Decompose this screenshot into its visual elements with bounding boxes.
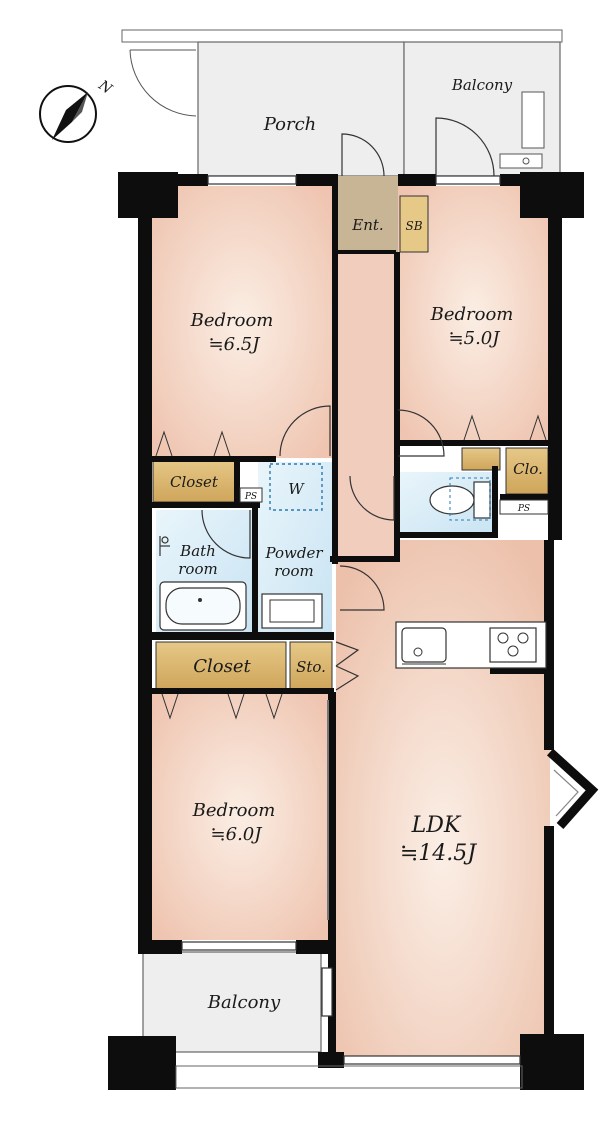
- label-bath-line1: Bath: [179, 542, 216, 560]
- shower-icon: [159, 536, 170, 556]
- kitchen-counter: [395, 621, 547, 669]
- windows: [175, 175, 523, 1089]
- label-bedroom-1-size: ≒6.5J: [209, 334, 262, 355]
- bay-window: [546, 748, 599, 829]
- label-bath-line2: room: [178, 560, 217, 578]
- label-closet-1: Closet: [170, 473, 219, 491]
- label-closet-2: Closet: [193, 656, 251, 677]
- closet-mini: [461, 447, 501, 471]
- ldk-floor: [336, 540, 550, 1058]
- compass-north-icon: N: [39, 77, 116, 143]
- label-washer: W: [288, 480, 305, 498]
- bedroom-1-floor: [152, 186, 332, 458]
- label-bedroom-1: Bedroom: [190, 310, 274, 331]
- label-ldk-size: ≒14.5J: [400, 841, 477, 866]
- shoe-box: [399, 195, 429, 253]
- storage: [289, 641, 333, 691]
- bathtub: [159, 581, 247, 631]
- closet-door-marks: [155, 414, 547, 720]
- bay-window-glass: [553, 769, 579, 817]
- entrance-floor: [338, 176, 398, 252]
- label-bedroom-2: Bedroom: [430, 304, 514, 325]
- sink-basin: [269, 599, 315, 623]
- label-porch: Porch: [263, 114, 317, 135]
- bedroom-3-floor: [152, 692, 328, 940]
- label-ps-2: PS: [517, 504, 530, 514]
- toilet-sink-outline: [449, 477, 491, 521]
- label-bedroom-3-size: ≒6.0J: [211, 824, 264, 845]
- hallway-floor: [336, 252, 396, 562]
- label-closet-small: Clo.: [513, 460, 543, 478]
- label-ps-1: PS: [244, 492, 257, 502]
- ps-box-1: [239, 487, 263, 503]
- porch-area: [121, 29, 563, 177]
- closet-2: [155, 641, 287, 691]
- label-entrance: Ent.: [351, 216, 383, 234]
- top-balcony-area: [403, 41, 561, 177]
- label-bedroom-2-size: ≒5.0J: [449, 328, 502, 349]
- closet-small: [505, 447, 549, 495]
- label-balcony-bottom: Balcony: [207, 992, 281, 1013]
- label-storage: Sto.: [296, 658, 326, 676]
- label-powder-line2: room: [274, 562, 313, 580]
- label-ldk: LDK: [411, 813, 462, 838]
- doors: [201, 117, 495, 691]
- bottom-balcony-area: [142, 951, 322, 1053]
- walls: [108, 172, 584, 1090]
- ps-box-2: [499, 499, 549, 515]
- washer: [269, 463, 323, 511]
- compass-north-label: N: [95, 77, 116, 98]
- label-shoe-box: SB: [405, 219, 422, 233]
- vanity-sink: [261, 593, 323, 629]
- label-bedroom-3: Bedroom: [192, 800, 276, 821]
- toilet-icon: [429, 481, 491, 519]
- label-balcony-top: Balcony: [451, 76, 513, 94]
- label-powder-line1: Powder: [264, 544, 323, 562]
